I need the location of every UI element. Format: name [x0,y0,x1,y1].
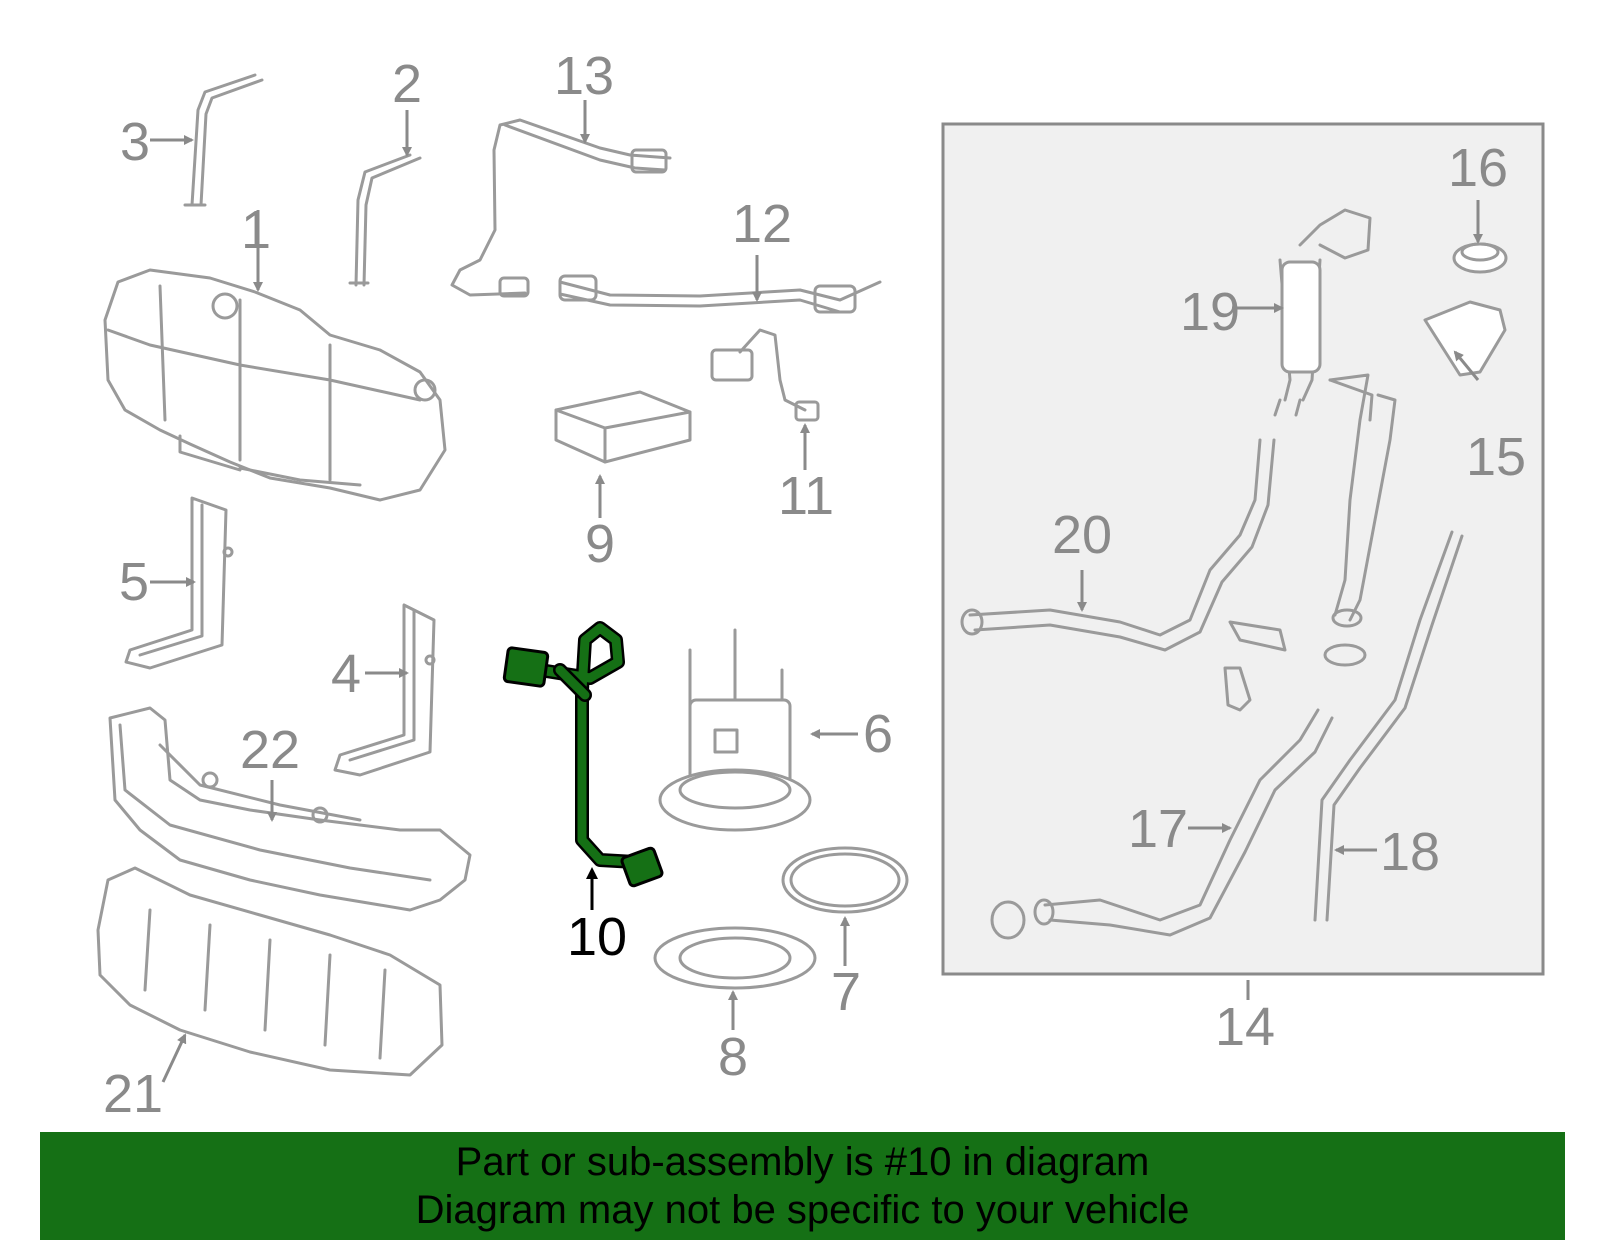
callout-12: 12 [732,194,792,254]
callout-18: 18 [1380,822,1440,882]
callout-20: 20 [1052,505,1112,565]
banner-line-disclaimer: Diagram may not be specific to your vehi… [415,1188,1190,1232]
callout-6: 6 [863,704,893,764]
shield-21-part [96,866,444,1077]
tank-strap-2-part [348,153,422,287]
seal-ring-7-part [781,846,909,914]
bracket-4-part [333,603,436,777]
fuel-cap-16-part [1452,242,1508,274]
filler-hose-20-part [960,438,1276,652]
callout-17: 17 [1128,799,1188,859]
filler-housing-15-part [1423,300,1507,377]
callout-2: 2 [392,54,422,114]
callout-21: 21 [103,1064,163,1124]
fuel-tank-part [103,268,447,502]
callout-10: 10 [567,907,627,967]
callout-1: 1 [241,200,271,260]
callout-3: 3 [120,112,150,172]
callout-4: 4 [331,644,361,704]
vent-hose-17-part [1033,708,1334,937]
bracket-5-part [124,496,234,670]
lock-ring-8-part [653,926,817,990]
tank-strap-3-part [183,73,264,207]
callout-13: 13 [554,46,614,106]
vent-tube-18-part [1313,530,1464,922]
clamps-part [990,620,1367,940]
callout-14: 14 [1215,997,1275,1057]
filler-pipe-part [1328,373,1397,628]
notice-banner: Part or sub-assembly is #10 in diagram D… [40,1132,1565,1240]
control-module-9-part [554,390,692,464]
callout-22: 22 [240,720,300,780]
sensor-11-part [710,328,820,422]
wiring-harness-10-part [502,621,664,888]
callout-5: 5 [119,552,149,612]
callout-8: 8 [718,1027,748,1087]
callout-15: 15 [1466,427,1526,487]
skid-frame-22-part [108,706,472,912]
fuel-pump-module-6-part [658,628,812,832]
callout-9: 9 [585,514,615,574]
callout-labels: 1 2 3 4 5 6 7 8 9 10 11 12 13 14 15 16 1… [103,46,1526,1124]
filler-neck-19-part [1273,208,1372,417]
vent-line-12-part [558,274,882,314]
callout-11: 11 [778,466,834,526]
callout-7: 7 [831,962,861,1022]
leader-lines [150,100,1483,1083]
filler-assembly-box [941,122,1545,976]
callout-19: 19 [1180,282,1240,342]
callout-16: 16 [1448,138,1508,198]
vent-line-13-part [450,118,672,298]
banner-line-part-number: Part or sub-assembly is #10 in diagram [455,1140,1150,1184]
